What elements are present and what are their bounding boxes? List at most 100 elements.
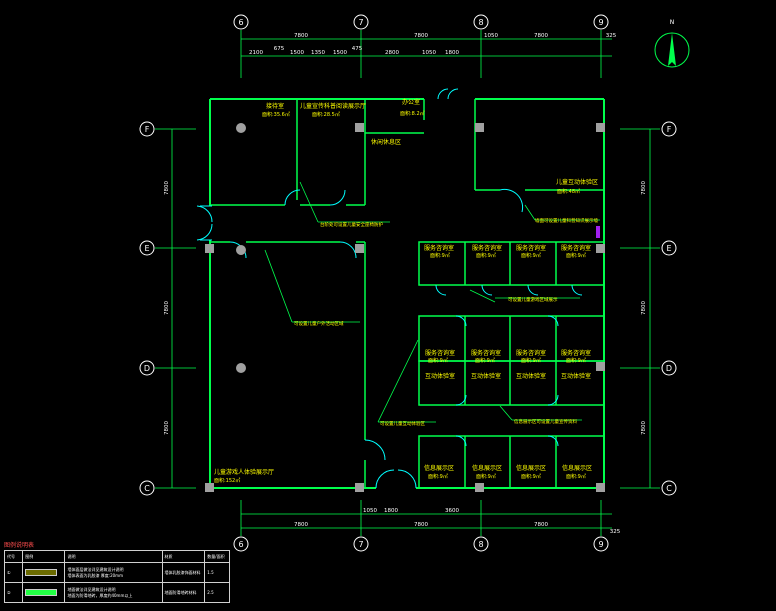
- legend-material: 地面防滑地砖材料: [161, 582, 206, 603]
- room-area: 面积:9㎡: [521, 252, 541, 259]
- annotation-text: 台阶处可设置儿童安全座椅防护: [320, 221, 383, 228]
- legend-note: 地面做法详见建筑设计说明 地面为防滑地砖，厚度约40mm以上: [64, 582, 163, 603]
- axis-bottom-7: 7: [358, 540, 363, 549]
- room-name: 服务咨询室: [561, 244, 591, 252]
- annotation-text: 可设置儿童游戏区域展示: [508, 296, 558, 303]
- dimension-text: 7800 7800 1050 7800 325 2100 675 1500 13…: [164, 33, 647, 535]
- room-area: 面积:48㎡: [557, 188, 580, 195]
- room-area: 面积:8.2㎡: [400, 110, 425, 117]
- room-name: 休闲休息区: [371, 138, 401, 146]
- annotation-text: 信息展示区可设置儿童宣传资料: [514, 418, 577, 425]
- axis-right-F: F: [667, 125, 672, 134]
- svg-text:2800: 2800: [385, 50, 399, 56]
- room-area: 面积:9㎡: [430, 252, 450, 259]
- svg-text:N: N: [670, 19, 675, 26]
- room-name: 互动体验室: [561, 372, 591, 380]
- room-area: 面积:35.6㎡: [262, 111, 290, 118]
- room-area: 面积:9㎡: [476, 252, 496, 259]
- legend-note-line: 地面为防滑地砖，厚度约40mm以上: [67, 592, 133, 598]
- axis-top-8: 8: [478, 18, 483, 27]
- svg-text:1350: 1350: [311, 50, 325, 56]
- svg-text:1050: 1050: [484, 33, 498, 39]
- legend-material: 墙体乳胶漆饰面材料: [161, 562, 206, 583]
- room-name: 互动体验室: [516, 372, 546, 380]
- legend-title: 图例说明表: [4, 542, 35, 549]
- svg-text:7800: 7800: [294, 33, 308, 39]
- annotation-text: 可设置儿童户外活动区域: [294, 320, 344, 327]
- room-area: 面积:9㎡: [475, 357, 495, 364]
- room-area: 面积:9㎡: [476, 473, 496, 480]
- svg-text:1500: 1500: [333, 50, 347, 56]
- svg-text:7800: 7800: [414, 522, 428, 528]
- annotation-text: 墙面可设置儿童科普知识展示墙: [535, 217, 598, 224]
- annotation-text: 可设置儿童互动体验区: [380, 420, 425, 427]
- room-name: 服务咨询室: [425, 349, 455, 357]
- svg-text:7800: 7800: [641, 421, 647, 435]
- room-name: 互动体验室: [471, 372, 501, 380]
- svg-text:3600: 3600: [445, 508, 459, 514]
- room-name: 儿童宣传科普阅读展示厅: [300, 102, 366, 110]
- room-name: 互动体验室: [425, 372, 455, 380]
- room-area: 面积:9㎡: [428, 357, 448, 364]
- svg-text:675: 675: [274, 46, 285, 52]
- legend-header: 说明: [64, 550, 163, 563]
- svg-text:7800: 7800: [414, 33, 428, 39]
- axis-labels: 6 7 8 9 6 7 8 9 F E D C F E D C: [144, 18, 672, 549]
- axis-top-9: 9: [598, 18, 603, 27]
- legend-swatch: [25, 588, 58, 596]
- svg-text:7800: 7800: [164, 301, 170, 315]
- axis-right-D: D: [666, 364, 672, 373]
- axis-bottom-9: 9: [598, 540, 603, 549]
- room-area: 面积:9㎡: [521, 473, 541, 480]
- legend-header-row: 代号 图例 说明 材质 数量/面积: [3, 550, 230, 563]
- leader-lines: [264, 181, 600, 423]
- legend-qty: 2.5: [204, 582, 230, 603]
- svg-text:7800: 7800: [534, 33, 548, 39]
- axis-top-6: 6: [238, 18, 243, 27]
- room-name: 信息展示区: [472, 464, 502, 472]
- axis-left-C: C: [144, 484, 150, 493]
- axis-left-F: F: [145, 125, 150, 134]
- svg-text:7800: 7800: [641, 301, 647, 315]
- room-area: 面积:9㎡: [566, 252, 586, 259]
- svg-text:475: 475: [352, 46, 363, 52]
- annotations: 台阶处可设置儿童安全座椅防护 可设置儿童户外活动区域 墙面可设置儿童科普知识展示…: [294, 217, 598, 427]
- columns: [205, 123, 605, 492]
- svg-text:2100: 2100: [249, 50, 263, 56]
- svg-text:325: 325: [610, 529, 621, 535]
- legend-header: 图例: [22, 550, 66, 563]
- room-area: 面积:28.5㎡: [312, 111, 340, 118]
- north-arrow-icon: N: [654, 19, 690, 68]
- svg-text:7800: 7800: [641, 181, 647, 195]
- room-area: 面积:9㎡: [566, 473, 586, 480]
- legend-header: 代号: [3, 550, 24, 563]
- interior-walls: [210, 99, 605, 489]
- legend-swatch: [25, 568, 58, 576]
- legend-note-line: 地面做法详见建筑设计说明: [67, 586, 116, 592]
- room-name: 接待室: [266, 102, 284, 110]
- axis-bottom-6: 6: [238, 540, 243, 549]
- legend-note-line: 墙体表面为乳胶漆 厚度:20mm: [67, 572, 123, 578]
- room-name: 信息展示区: [562, 464, 592, 472]
- svg-text:7800: 7800: [164, 181, 170, 195]
- room-name: 服务咨询室: [471, 349, 501, 357]
- room-name: 儿童互动体验区: [556, 178, 598, 186]
- room-name: 信息展示区: [516, 464, 546, 472]
- axis-bottom-8: 8: [478, 540, 483, 549]
- legend-header: 数量/面积: [204, 550, 230, 563]
- room-name: 儿童游戏人体验展示厅: [214, 468, 274, 476]
- room-name: 服务咨询室: [516, 349, 546, 357]
- legend-panel: 图例说明表 代号 图例 说明 材质 数量/面积 ① 墙体面层做法详见建筑设计说明…: [3, 542, 230, 603]
- svg-text:1050: 1050: [363, 508, 377, 514]
- purple-marker: [596, 226, 600, 238]
- svg-text:1800: 1800: [384, 508, 398, 514]
- svg-text:1800: 1800: [445, 50, 459, 56]
- room-labels: 接待室 面积:35.6㎡ 儿童宣传科普阅读展示厅 面积:28.5㎡ 办公室 面积…: [214, 98, 598, 484]
- axis-bubbles: [139, 14, 677, 552]
- room-name: 办公室: [402, 98, 420, 106]
- room-name: 服务咨询室: [516, 244, 546, 252]
- svg-text:7800: 7800: [534, 522, 548, 528]
- axis-right-C: C: [666, 484, 672, 493]
